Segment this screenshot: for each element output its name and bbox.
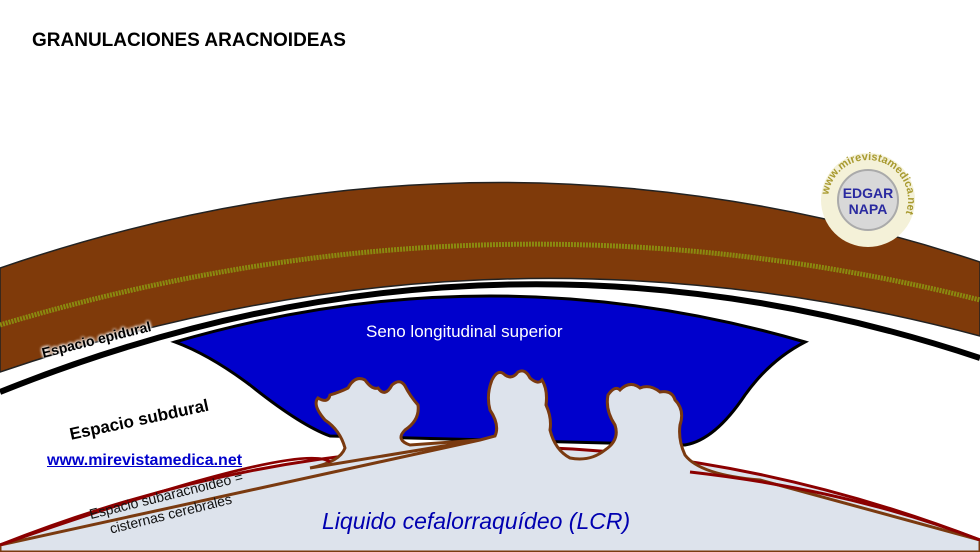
dura-mater: [0, 281, 980, 395]
website-link[interactable]: www.mirevistamedica.net: [47, 452, 243, 469]
arachnoid-line-right: [689, 470, 980, 542]
svg-text:NAPA: NAPA: [849, 201, 888, 217]
page-title: GRANULACIONES ARACNOIDEAS: [32, 30, 346, 51]
superior-sagittal-sinus: [170, 294, 810, 447]
diploe-stripe: [0, 241, 980, 328]
skull-bone: [0, 181, 980, 373]
granulation-1: [309, 377, 481, 470]
label-sinus: Seno longitudinal superior: [366, 322, 563, 341]
granulation-2: [0, 369, 980, 552]
label-csf: Liquido cefalorraquídeo (LCR): [322, 508, 631, 534]
arachnoid-granulations: [0, 369, 980, 552]
svg-text:EDGAR: EDGAR: [843, 185, 894, 201]
arachnoid-line-left: [0, 456, 331, 547]
logo-seal: www.mirevistamedica.net EDGAR NAPA: [819, 151, 917, 247]
